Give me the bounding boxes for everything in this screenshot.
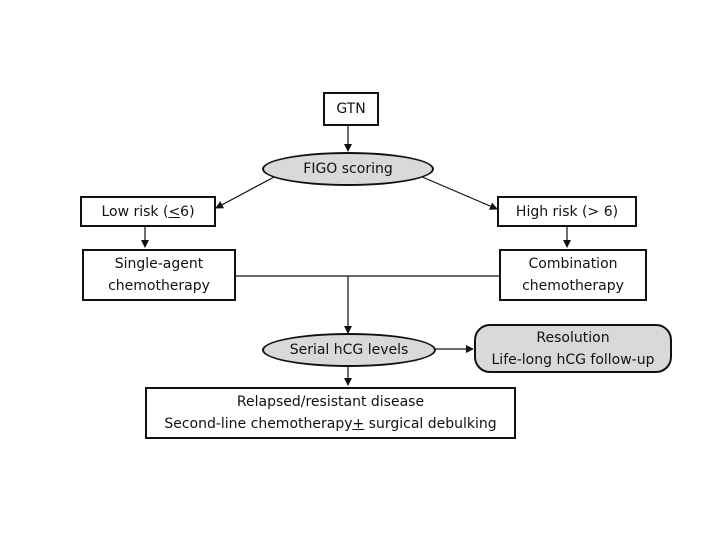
relapsed-resistant-box: Relapsed/resistant disease Second-line c… bbox=[145, 387, 516, 439]
single-agent-line2: chemotherapy bbox=[108, 278, 210, 294]
relapsed-line1: Relapsed/resistant disease bbox=[236, 394, 425, 410]
low-risk-suffix: 6) bbox=[180, 203, 195, 220]
low-risk-prefix: Low risk ( bbox=[101, 203, 169, 220]
single-agent-chemotherapy-box: Single-agent chemotherapy bbox=[82, 249, 236, 301]
relapsed-line2-symbol: + bbox=[352, 416, 365, 432]
gtn-label: GTN bbox=[336, 101, 366, 117]
serial-hcg-label: Serial hCG levels bbox=[289, 342, 409, 358]
figo-scoring-label: FIGO scoring bbox=[303, 161, 393, 177]
resolution-box: Resolution Life-long hCG follow-up bbox=[474, 324, 672, 373]
relapsed-line2-suffix: surgical debulking bbox=[364, 416, 497, 432]
arrow-figo-to-low-risk bbox=[215, 175, 277, 209]
figo-scoring-ellipse: FIGO scoring bbox=[262, 152, 434, 186]
high-risk-label: High risk (> 6) bbox=[515, 203, 619, 220]
low-risk-box: Low risk (<6) bbox=[80, 196, 216, 227]
low-risk-label: Low risk (<6) bbox=[101, 201, 194, 223]
combination-line1: Combination bbox=[528, 256, 618, 272]
combination-chemotherapy-box: Combination chemotherapy bbox=[499, 249, 647, 301]
serial-hcg-ellipse: Serial hCG levels bbox=[262, 333, 436, 367]
single-agent-line1: Single-agent bbox=[114, 256, 204, 272]
relapsed-line2-prefix: Second-line chemotherapy bbox=[164, 416, 353, 432]
arrow-figo-to-high-risk bbox=[419, 175, 498, 210]
resolution-line1: Resolution bbox=[536, 329, 610, 346]
resolution-line2: Life-long hCG follow-up bbox=[491, 351, 655, 368]
relapsed-line2: Second-line chemotherapy+ surgical debul… bbox=[164, 413, 496, 435]
combination-line2: chemotherapy bbox=[522, 278, 624, 294]
gtn-box: GTN bbox=[323, 92, 379, 126]
high-risk-box: High risk (> 6) bbox=[497, 196, 637, 227]
low-risk-symbol: < bbox=[168, 203, 181, 220]
